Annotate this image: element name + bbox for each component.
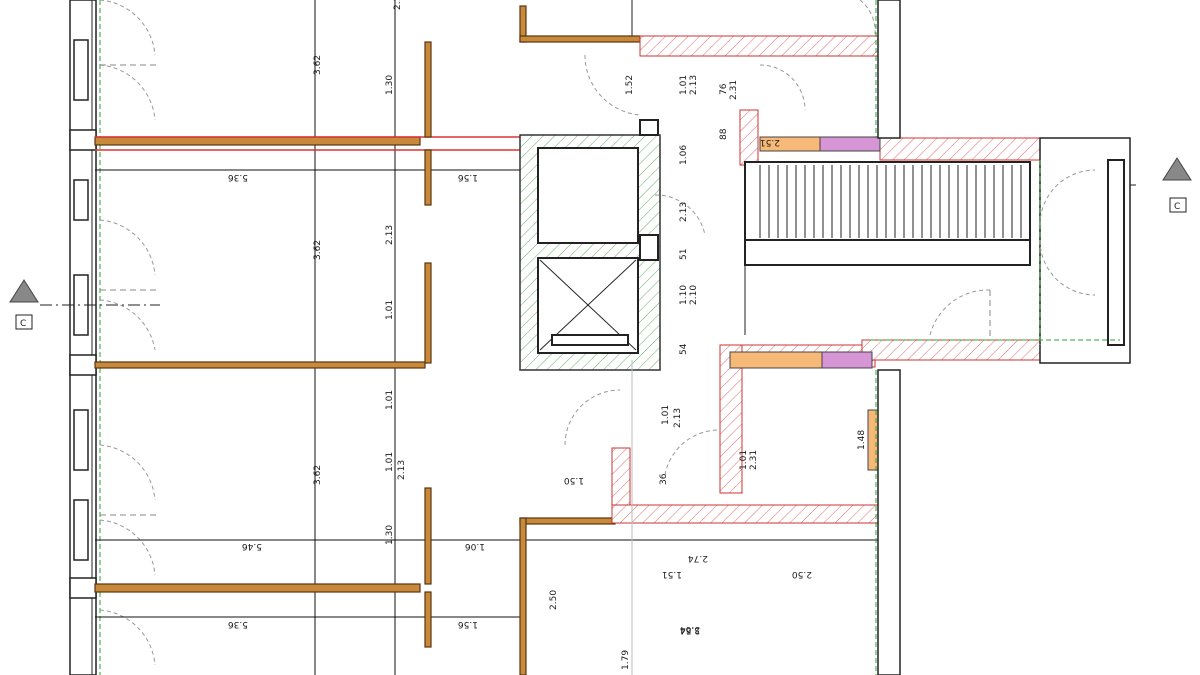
dim-label: 1.01 xyxy=(385,390,395,410)
dim-label: 2.74 xyxy=(688,553,708,563)
dim-label: 1.50 xyxy=(564,475,584,485)
dim-label: 3.62 xyxy=(313,240,323,260)
dimension-labels-left: 2.13 3.62 1.30 5.36 1.56 2.13 1.01 3.62 … xyxy=(228,0,485,629)
dim-label: 5.64 xyxy=(680,624,700,634)
left-facade xyxy=(69,0,101,675)
dim-label: 5.36 xyxy=(228,619,248,629)
structural-grid xyxy=(40,0,1140,675)
dimension-labels-core: 1.52 1.01 2.13 1.06 2.13 51 1.10 2.10 54… xyxy=(564,75,699,485)
dim-label: 3.62 xyxy=(313,55,323,75)
dim-label: 1.06 xyxy=(679,145,689,165)
dim-label: 2.10 xyxy=(689,285,699,305)
dim-label: 2.50 xyxy=(549,590,559,610)
dim-label: 2.13 xyxy=(393,0,403,10)
dim-label: 1.56 xyxy=(458,619,478,629)
dim-label: 1.56 xyxy=(458,172,478,182)
section-marker-left: C xyxy=(9,279,39,330)
dim-label: 2.13 xyxy=(679,202,689,222)
dim-label: 1.51 xyxy=(662,569,682,579)
door-swings-left xyxy=(99,0,160,666)
dim-label: 1.30 xyxy=(385,75,395,95)
right-facade xyxy=(875,0,901,675)
dim-label: 1.30 xyxy=(385,525,395,545)
dim-label: 2.50 xyxy=(792,569,812,579)
dim-label: 3.62 xyxy=(313,465,323,485)
dim-label: 88 xyxy=(719,128,729,140)
dim-label: 2.13 xyxy=(673,408,683,428)
dim-label: 54 xyxy=(679,343,689,355)
dim-label: 1.01 xyxy=(385,452,395,472)
dim-label: 1.01 xyxy=(739,450,749,470)
dim-label: 1.01 xyxy=(661,405,671,425)
dim-label: 1.52 xyxy=(625,75,635,95)
dim-label: 36 xyxy=(659,473,669,485)
door-swings-core xyxy=(564,0,876,476)
dim-label: 1.01 xyxy=(679,75,689,95)
dim-label: 5.36 xyxy=(228,172,248,182)
dim-label: 1.79 xyxy=(621,650,631,670)
section-marker-label: C xyxy=(1174,202,1180,212)
dim-label: 2.31 xyxy=(749,450,759,470)
section-marker-label: C xyxy=(20,319,26,329)
staircase xyxy=(744,161,1031,335)
dim-label: 2.31 xyxy=(729,80,739,100)
dim-label: 2.51 xyxy=(760,137,780,147)
service-blocks xyxy=(729,136,881,471)
dim-label: 51 xyxy=(679,249,689,260)
dim-label: 1.06 xyxy=(465,541,485,551)
dim-label: 2.13 xyxy=(397,460,407,480)
dim-label: 2.13 xyxy=(689,75,699,95)
dim-label: 1.01 xyxy=(385,300,395,320)
dim-label: 5.46 xyxy=(242,541,262,551)
dim-label: 76 xyxy=(719,83,729,95)
dim-label: 1.10 xyxy=(679,285,689,305)
section-marker-right: C xyxy=(1162,157,1192,213)
dim-label: 2.13 xyxy=(385,225,395,245)
timber-partitions xyxy=(94,5,641,675)
dimension-labels-right: 76 2.31 2.51 88 1.01 2.31 2.74 1.51 2.50… xyxy=(549,80,867,670)
elevator-core xyxy=(519,119,661,371)
right-stair-enclosure xyxy=(870,137,1131,364)
dim-label: 1.48 xyxy=(857,430,867,450)
dim-label: 2.54 xyxy=(680,625,700,635)
